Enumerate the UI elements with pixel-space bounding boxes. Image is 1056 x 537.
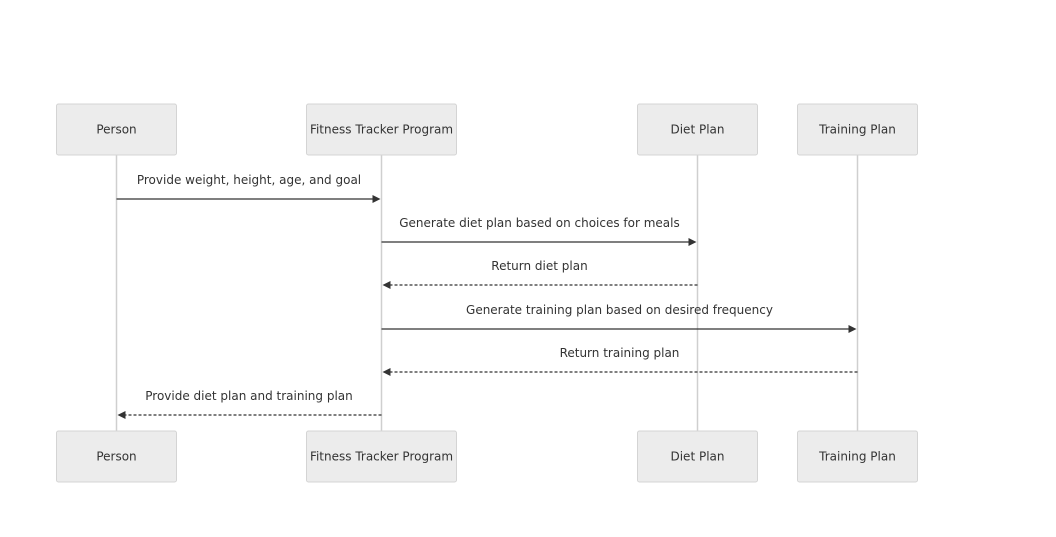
message-label: Provide weight, height, age, and goal xyxy=(137,173,361,187)
actor-person-bottom: Person xyxy=(56,430,177,483)
actor-diet-top: Diet Plan xyxy=(637,103,758,156)
actor-box xyxy=(637,103,758,156)
message-label: Return diet plan xyxy=(491,259,587,273)
actors-bottom: Person Fitness Tracker Program Diet Plan Tr… xyxy=(56,430,918,483)
actor-box xyxy=(797,430,918,483)
actor-label: Diet Plan xyxy=(670,450,724,464)
actor-label: Diet Plan xyxy=(670,123,724,137)
message-label: Return training plan xyxy=(560,346,680,360)
arrowhead-icon xyxy=(382,281,391,289)
arrowhead-icon xyxy=(688,238,697,246)
actor-label: Person xyxy=(96,123,136,137)
actor-box xyxy=(56,430,177,483)
actor-diet-bottom: Diet Plan xyxy=(637,430,758,483)
actor-training-bottom: Training Plan xyxy=(797,430,918,483)
arrowhead-icon xyxy=(372,195,381,203)
actor-box xyxy=(306,103,457,156)
message-label: Generate diet plan based on choices for … xyxy=(399,216,680,230)
messages: Provide weight, height, age, and goalGen… xyxy=(116,173,858,419)
message-6: Provide diet plan and training plan xyxy=(117,389,382,419)
actor-fitness-top: Fitness Tracker Program xyxy=(306,103,457,156)
actor-label: Training Plan xyxy=(818,123,896,137)
actor-label: Person xyxy=(96,450,136,464)
message-label: Provide diet plan and training plan xyxy=(145,389,352,403)
actor-label: Training Plan xyxy=(818,450,896,464)
actor-box xyxy=(797,103,918,156)
message-2: Generate diet plan based on choices for … xyxy=(381,216,697,246)
actor-box xyxy=(637,430,758,483)
actor-label: Fitness Tracker Program xyxy=(310,450,453,464)
actor-fitness-bottom: Fitness Tracker Program xyxy=(306,430,457,483)
message-5: Return training plan xyxy=(382,346,858,376)
message-3: Return diet plan xyxy=(382,259,698,289)
actor-person-top: Person xyxy=(56,103,177,156)
arrowhead-icon xyxy=(382,368,391,376)
actors-top: Person Fitness Tracker Program Diet Plan Tr… xyxy=(56,103,918,156)
message-label: Generate training plan based on desired … xyxy=(466,303,773,317)
actor-training-top: Training Plan xyxy=(797,103,918,156)
actor-box xyxy=(56,103,177,156)
lifelines xyxy=(115,155,859,431)
arrowhead-icon xyxy=(848,325,857,333)
message-1: Provide weight, height, age, and goal xyxy=(116,173,381,203)
actor-label: Fitness Tracker Program xyxy=(310,123,453,137)
arrowhead-icon xyxy=(117,411,126,419)
actor-box xyxy=(306,430,457,483)
message-4: Generate training plan based on desired … xyxy=(381,303,857,333)
